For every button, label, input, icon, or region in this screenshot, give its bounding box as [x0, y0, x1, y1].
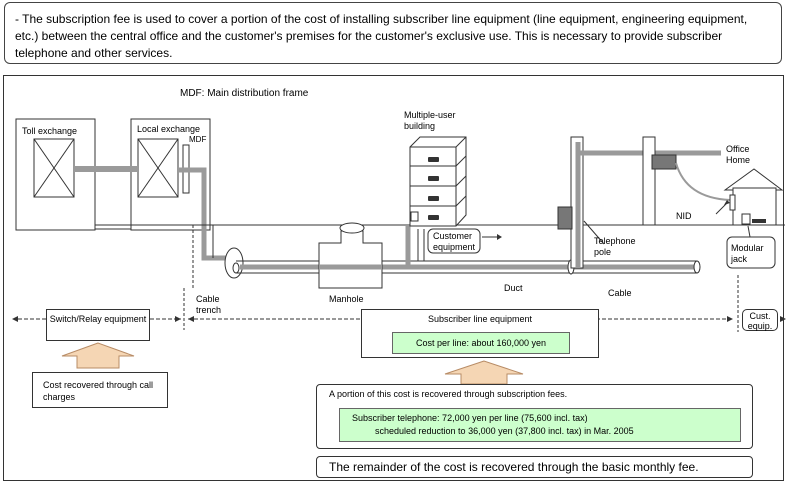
multi-user-building-label: Multiple-user building: [404, 110, 456, 131]
remainder-note: The remainder of the cost is recovered t…: [316, 456, 753, 478]
mdf-label: MDF: [189, 135, 207, 144]
x-box-icon: [137, 138, 179, 198]
office-home-label: Office Home: [726, 144, 751, 165]
local-exchange-label: Local exchange: [137, 124, 201, 134]
mdf-caption: MDF: Main distribution frame: [180, 88, 309, 99]
cable-trench-label: Cable trench: [196, 294, 222, 315]
duct-label: Duct: [504, 283, 523, 293]
customer-equipment-label: Customer equipment: [433, 231, 476, 252]
modular-jack-label: Modular jack: [731, 243, 764, 264]
subscriber-line-box: Subscriber line equipment Cost per line:…: [361, 309, 599, 358]
subscriber-line-label: Subscriber line equipment: [427, 314, 533, 324]
cost-per-line-box: Cost per line: about 160,000 yen: [392, 332, 570, 354]
up-arrow-icon: [61, 342, 135, 369]
toll-exchange-label: Toll exchange: [22, 126, 78, 136]
cost-per-line-label: Cost per line: about 160,000 yen: [415, 338, 547, 348]
intro-description: - The subscription fee is used to cover …: [4, 2, 782, 64]
portion-title: A portion of this cost is recovered thro…: [329, 389, 568, 399]
telephone-pole: [642, 136, 677, 226]
multi-user-building: [409, 136, 467, 227]
telephone-icon: [428, 157, 439, 162]
telephone-icon: [428, 196, 439, 201]
subscription-fee-note: A portion of this cost is recovered thro…: [316, 384, 753, 449]
cust-equip-label: Cust. equip.: [742, 309, 778, 331]
call-charges-note: Cost recovered through call charges: [32, 372, 168, 408]
up-arrow-icon: [444, 360, 524, 385]
nid-label: NID: [676, 211, 692, 221]
telephone-icon: [428, 176, 439, 181]
diagram-frame: [3, 75, 784, 481]
switch-relay-label: Switch/Relay equipment: [49, 314, 147, 324]
telephone-pole-label: Telephone pole: [594, 236, 636, 257]
telephone-icon: [428, 215, 439, 220]
x-box-icon: [33, 138, 75, 198]
cable-label: Cable: [608, 288, 632, 298]
sub-fee-line2: scheduled reduction to 36,000 yen (37,80…: [375, 426, 634, 436]
subscription-fee-box: Subscriber telephone: 72,000 yen per lin…: [339, 408, 741, 442]
house-icon: [723, 168, 784, 226]
sub-fee-line1: Subscriber telephone: 72,000 yen per lin…: [352, 413, 588, 423]
manhole-label: Manhole: [329, 294, 364, 304]
telephone-pole: [557, 136, 721, 269]
manhole-shape: [318, 222, 383, 289]
switch-relay-box: Switch/Relay equipment: [46, 309, 150, 341]
